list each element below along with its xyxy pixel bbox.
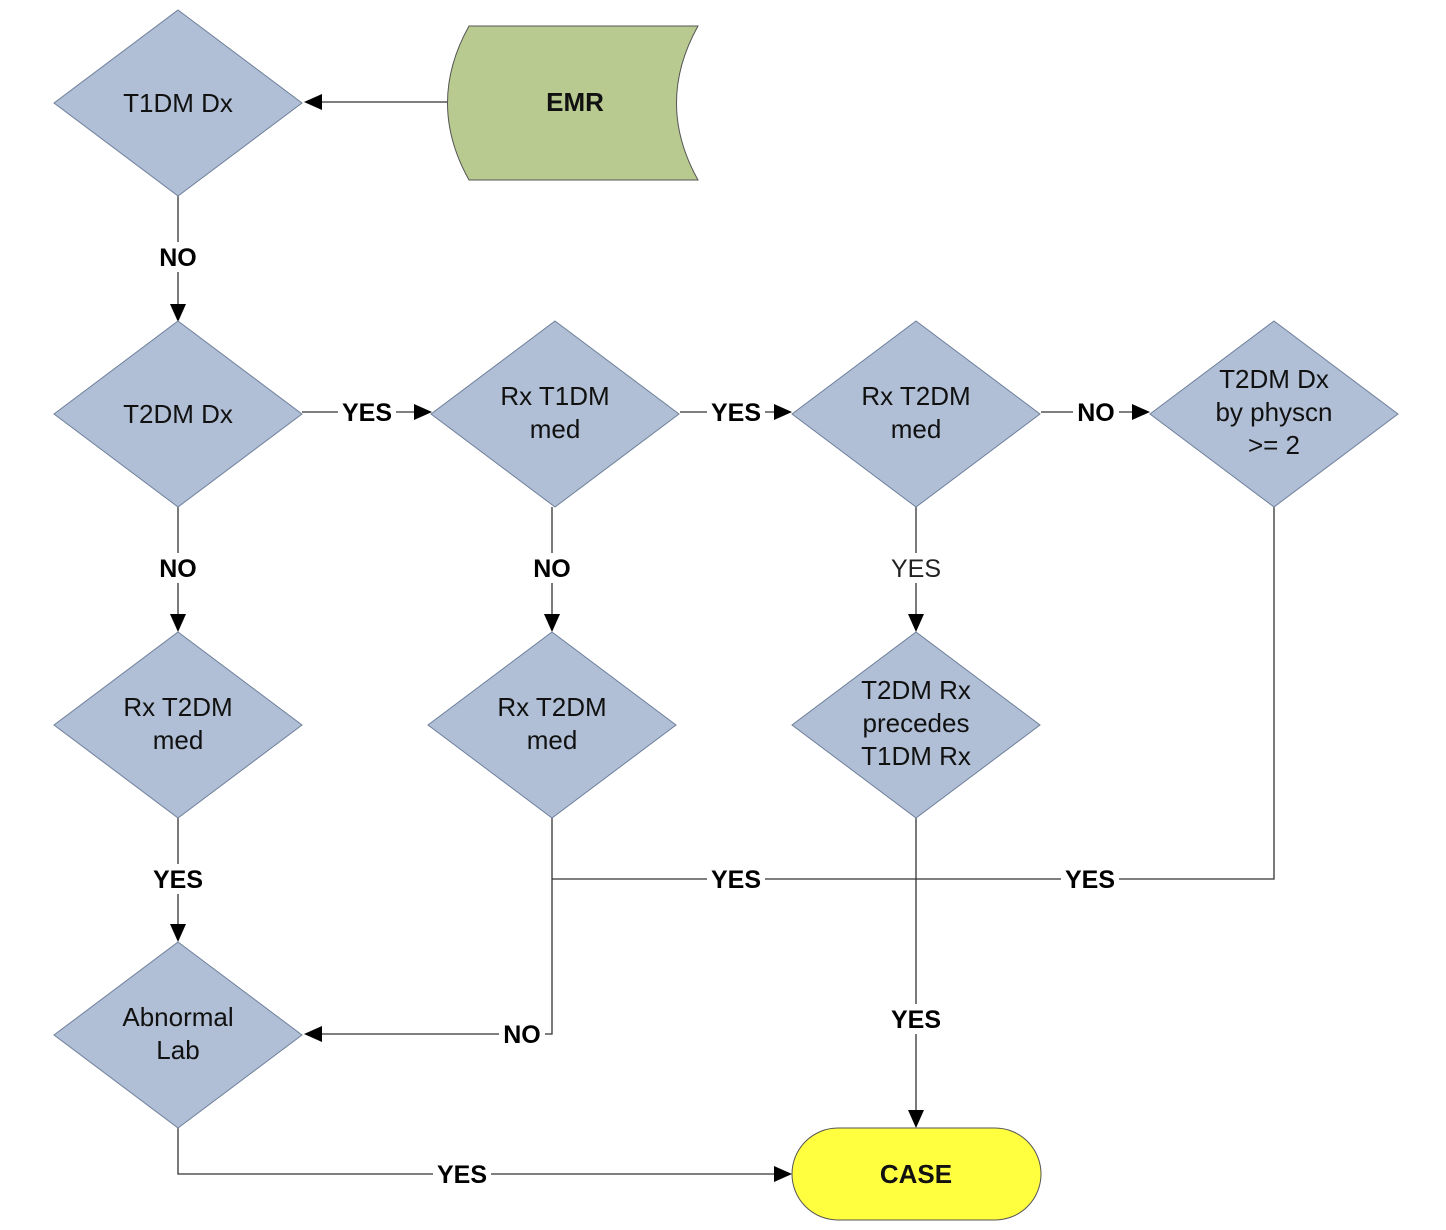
- edge-label-no: NO: [503, 1021, 541, 1049]
- edge-label-yes: YES: [711, 399, 761, 427]
- arrowhead: [170, 924, 186, 942]
- arrowhead: [1132, 404, 1150, 420]
- edge-label-yes: YES: [711, 866, 761, 894]
- edge-merge-yes: [552, 507, 1275, 880]
- t1dm-dx-decision: T1DM Dx: [53, 9, 303, 197]
- node-label-line-2: Lab: [156, 1035, 199, 1065]
- arrowhead: [304, 94, 322, 110]
- emr-node: EMR: [447, 25, 699, 181]
- nodes: EMR T1DM Dx T2DM Dx Rx T1DM med Rx T2DM …: [53, 9, 1399, 1221]
- abnormal-lab-decision: Abnormal Lab: [53, 941, 303, 1129]
- edge-label-no: NO: [159, 555, 197, 583]
- case-terminal: CASE: [791, 1127, 1042, 1221]
- rx-t1dm-med-decision: Rx T1DM med: [430, 320, 680, 508]
- node-label-line-1: Rx T1DM: [500, 381, 609, 411]
- arrowhead: [908, 614, 924, 632]
- node-label-line-2: by physcn: [1215, 397, 1332, 427]
- node-label: EMR: [546, 87, 604, 117]
- t2dm-rx-precedes-decision: T2DM Rx precedes T1DM Rx: [791, 631, 1041, 819]
- edge-lab-to-case: [177, 1128, 776, 1175]
- node-label-line-2: med: [530, 414, 581, 444]
- edge-label-yes: YES: [891, 555, 941, 583]
- arrowhead: [170, 614, 186, 632]
- node-label-line-1: T2DM Dx: [1219, 364, 1329, 394]
- node-label-line-3: >= 2: [1248, 430, 1300, 460]
- t2dm-dx-decision: T2DM Dx: [53, 320, 303, 508]
- edge-rxt2dm-mid-to-lab: [320, 818, 553, 1035]
- t2dm-dx-physcn-decision: T2DM Dx by physcn >= 2: [1149, 320, 1399, 508]
- node-label: T2DM Dx: [123, 399, 233, 429]
- edge-label-yes: YES: [153, 866, 203, 894]
- node-label-line-1: Rx T2DM: [861, 381, 970, 411]
- edge-label-yes: YES: [437, 1161, 487, 1189]
- rx-t2dm-med-mid-decision: Rx T2DM med: [427, 631, 677, 819]
- arrowhead: [544, 614, 560, 632]
- edges: [170, 94, 1275, 1182]
- node-label-line-2: med: [891, 414, 942, 444]
- arrowhead: [774, 1166, 792, 1182]
- edge-label-yes: YES: [1065, 866, 1115, 894]
- node-label-line-1: Abnormal: [122, 1002, 233, 1032]
- node-label: T1DM Dx: [123, 88, 233, 118]
- node-label: CASE: [880, 1159, 952, 1189]
- rx-t2dm-med-left-decision: Rx T2DM med: [53, 631, 303, 819]
- edge-label-yes: YES: [342, 399, 392, 427]
- arrowhead: [908, 1110, 924, 1128]
- node-label-line-2: med: [153, 725, 204, 755]
- edge-label-no: NO: [1077, 399, 1115, 427]
- edge-label-no: NO: [159, 244, 197, 272]
- arrowhead: [414, 404, 432, 420]
- edge-labels: NO YES YES NO NO NO YES YES YES YES NO Y…: [149, 242, 1119, 1189]
- arrowhead: [304, 1026, 322, 1042]
- node-label-line-1: T2DM Rx: [861, 675, 971, 705]
- edge-label-no: NO: [533, 555, 571, 583]
- node-label-line-1: Rx T2DM: [123, 692, 232, 722]
- node-label-line-3: T1DM Rx: [861, 741, 971, 771]
- arrowhead: [170, 304, 186, 322]
- node-label-line-1: Rx T2DM: [497, 692, 606, 722]
- arrowhead: [774, 404, 792, 420]
- node-label-line-2: precedes: [863, 708, 970, 738]
- rx-t2dm-med-top-decision: Rx T2DM med: [791, 320, 1041, 508]
- node-label-line-2: med: [527, 725, 578, 755]
- edge-label-yes: YES: [891, 1006, 941, 1034]
